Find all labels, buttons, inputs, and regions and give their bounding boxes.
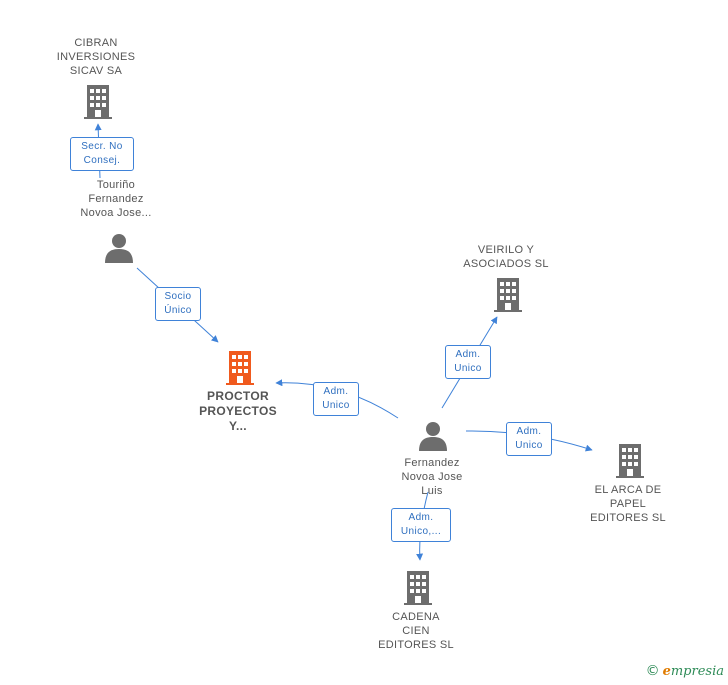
person-name-tourino[interactable]: Touriño Fernandez Novoa Jose... <box>80 179 152 219</box>
building-icon[interactable] <box>402 570 434 606</box>
company-name-cadena[interactable]: CADENA CIEN EDITORES SL <box>378 611 454 651</box>
relation-label-fernandez-cadena[interactable]: Adm. Unico,... <box>391 508 451 542</box>
company-name-proctor[interactable]: PROCTOR PROYECTOS Y... <box>199 389 277 433</box>
person-name-fernandez[interactable]: Fernandez Novoa Jose Luis <box>401 457 463 497</box>
brand-initial: e <box>662 664 671 679</box>
building-icon[interactable] <box>492 277 524 313</box>
copyright-symbol: © <box>645 663 660 679</box>
empresia-logo: ©empresia <box>646 663 724 679</box>
building-icon[interactable] <box>224 350 256 386</box>
brand-name: mpresia <box>670 664 724 679</box>
company-name-arca[interactable]: EL ARCA DE PAPEL EDITORES SL <box>590 484 666 524</box>
relation-label-fernandez-arca[interactable]: Adm. Unico <box>506 422 552 456</box>
building-icon[interactable] <box>614 443 646 479</box>
relation-label-fernandez-veirilo[interactable]: Adm. Unico <box>445 345 491 379</box>
relation-label-tourino-proctor[interactable]: Socio Único <box>155 287 201 321</box>
building-icon[interactable] <box>82 84 114 120</box>
relation-label-fernandez-proctor[interactable]: Adm. Unico <box>313 382 359 416</box>
company-name-veirilo[interactable]: VEIRILO Y ASOCIADOS SL <box>463 244 549 270</box>
relation-label-tourino-cibran[interactable]: Secr. No Consej. <box>70 137 134 171</box>
person-icon[interactable] <box>104 233 134 263</box>
person-icon[interactable] <box>418 421 448 451</box>
company-name-cibran[interactable]: CIBRAN INVERSIONES SICAV SA <box>56 37 136 77</box>
